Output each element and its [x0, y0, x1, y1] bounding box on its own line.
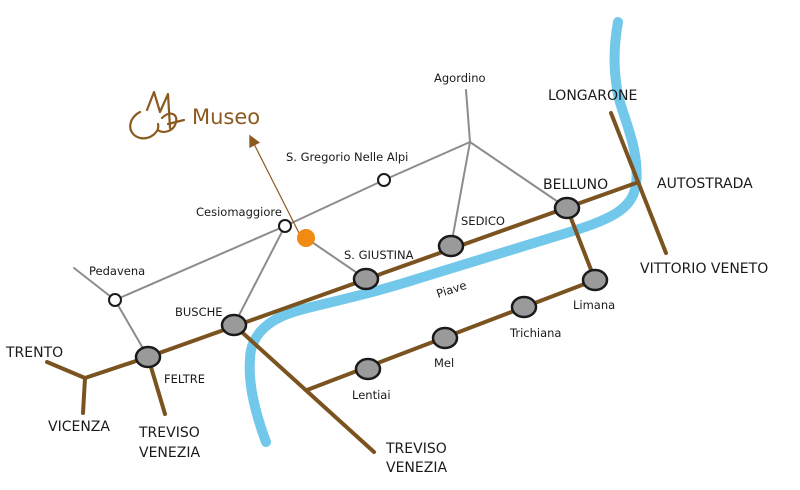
label-busche: BUSCHE — [175, 305, 223, 319]
town-lentiai[interactable] — [354, 357, 382, 381]
town-busche[interactable] — [220, 313, 248, 337]
town-limana[interactable] — [581, 268, 609, 292]
label-limana: Limana — [573, 298, 615, 312]
museum-label[interactable]: Museo — [192, 105, 260, 129]
label-agordino: Agordino — [434, 71, 486, 85]
town-sedico[interactable] — [437, 234, 465, 258]
label-s-giustina: S. GIUSTINA — [344, 248, 414, 262]
label-piave: Piave — [435, 278, 469, 301]
label-longarone: LONGARONE — [548, 88, 637, 104]
museum-arrow — [249, 134, 301, 236]
river-piave — [244, 17, 642, 447]
town-feltre[interactable] — [134, 345, 162, 369]
label-vicenza: VICENZA — [48, 419, 110, 435]
label-lentiai: Lentiai — [352, 388, 391, 402]
museum-marker[interactable] — [297, 229, 315, 247]
label-cesiomaggiore: Cesiomaggiore — [196, 205, 282, 219]
label-autostrada: AUTOSTRADA — [657, 176, 753, 192]
minor-stops — [108, 173, 391, 307]
label-belluno: BELLUNO — [543, 177, 608, 193]
town-markers — [134, 196, 609, 381]
town-trichiana[interactable] — [510, 295, 538, 319]
label-s-gregorio: S. Gregorio Nelle Alpi — [286, 150, 408, 164]
museum-logo-icon — [129, 90, 186, 140]
label-sedico: SEDICO — [461, 214, 505, 228]
place-labels: LONGARONE AUTOSTRADA VITTORIO VENETO BEL… — [5, 71, 768, 476]
label-trento: TRENTO — [5, 345, 63, 361]
label-pedavena: Pedavena — [89, 264, 145, 278]
stop-s-gregorio — [377, 173, 391, 187]
label-venezia-2: VENEZIA — [386, 460, 447, 476]
town-mel[interactable] — [431, 326, 459, 350]
label-trichiana: Trichiana — [509, 326, 561, 340]
stop-cesiomaggiore — [278, 219, 292, 233]
label-treviso-1: TREVISO — [138, 425, 200, 441]
secondary-roads — [73, 89, 568, 358]
town-s-giustina[interactable] — [352, 267, 380, 291]
label-vittorio-veneto: VITTORIO VENETO — [640, 261, 768, 277]
stop-pedavena — [108, 293, 122, 307]
label-feltre: FELTRE — [164, 372, 205, 386]
label-mel: Mel — [434, 356, 454, 370]
town-belluno[interactable] — [553, 196, 581, 220]
label-venezia-1: VENEZIA — [139, 445, 200, 461]
label-treviso-2: TREVISO — [385, 441, 447, 457]
